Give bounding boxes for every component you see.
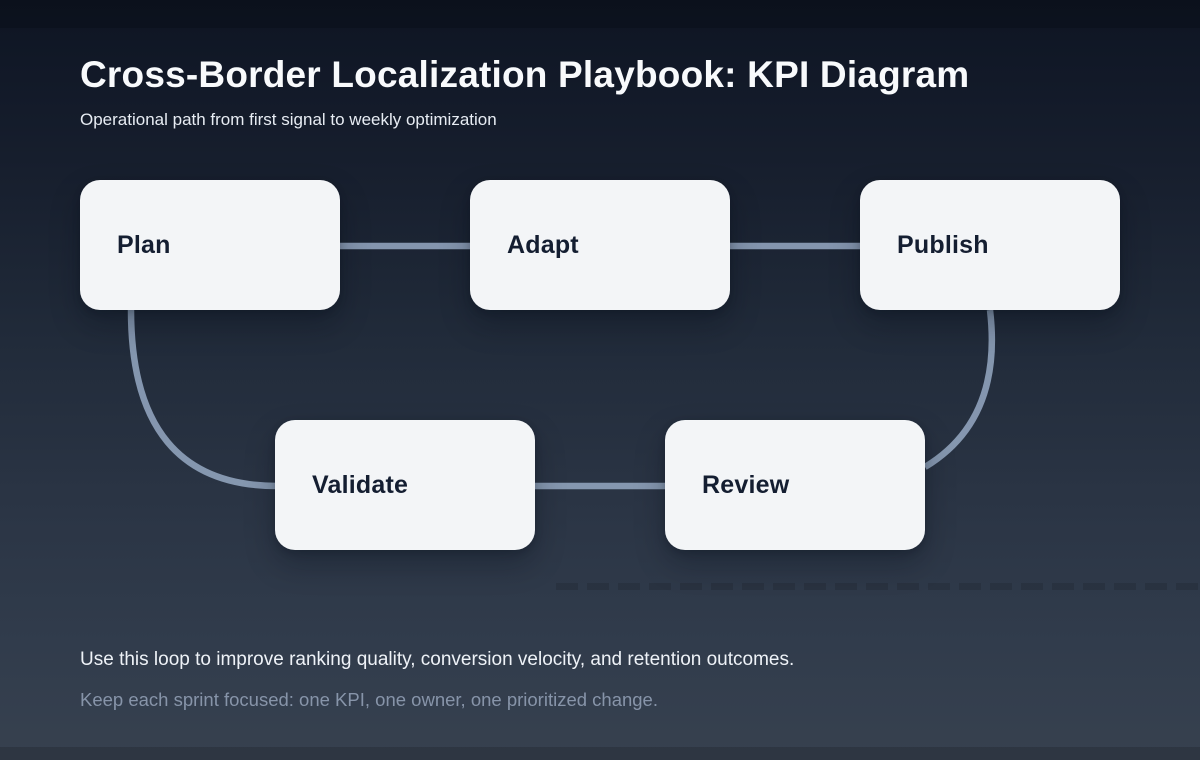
footer: Use this loop to improve ranking quality… bbox=[80, 648, 1140, 712]
edge-publish-review bbox=[923, 309, 996, 470]
node-plan-label: Plan bbox=[117, 230, 171, 259]
node-plan: Plan bbox=[80, 180, 340, 310]
node-publish-label: Publish bbox=[897, 230, 989, 259]
node-adapt: Adapt bbox=[470, 180, 730, 310]
footer-secondary-text: Keep each sprint focused: one KPI, one o… bbox=[80, 688, 658, 710]
node-validate: Validate bbox=[275, 420, 535, 550]
page-title: Cross-Border Localization Playbook: KPI … bbox=[80, 54, 970, 95]
page-subtitle: Operational path from first signal to we… bbox=[80, 109, 497, 129]
decorative-dash-row bbox=[556, 583, 1198, 590]
bottom-letterbox-bar bbox=[0, 747, 1200, 760]
node-review-label: Review bbox=[702, 470, 790, 499]
node-publish: Publish bbox=[860, 180, 1120, 310]
node-validate-label: Validate bbox=[312, 470, 409, 499]
header: Cross-Border Localization Playbook: KPI … bbox=[80, 54, 1140, 130]
top-letterbox-bar bbox=[0, 0, 1200, 28]
node-adapt-label: Adapt bbox=[507, 230, 579, 259]
footer-primary-text: Use this loop to improve ranking quality… bbox=[80, 649, 795, 670]
edge-plan-validate bbox=[127, 309, 278, 490]
node-review: Review bbox=[665, 420, 925, 550]
